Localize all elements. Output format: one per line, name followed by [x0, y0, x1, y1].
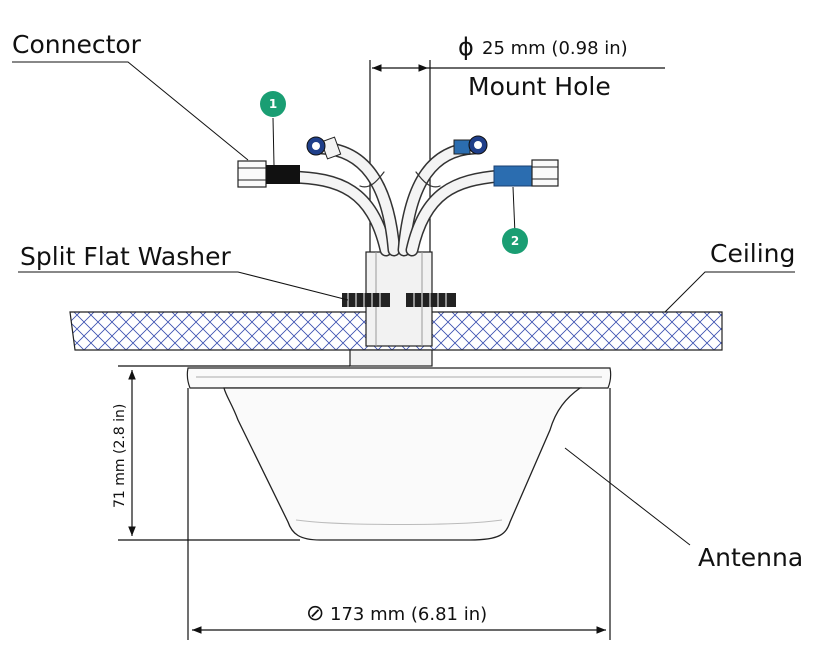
- leader-lines: [12, 61, 795, 546]
- mount-hole-label: Mount Hole: [468, 72, 611, 101]
- left-connector: [237, 160, 300, 188]
- cable-bundle: [283, 141, 507, 257]
- callout-2-number: 2: [511, 234, 519, 248]
- right-upper-connector: [453, 135, 488, 155]
- ceiling-label: Ceiling: [710, 239, 795, 268]
- callout-1-badge: 1: [260, 91, 286, 117]
- hole-diameter-value: 25 mm (0.98 in): [482, 38, 628, 59]
- base-diameter-dimension: [187, 388, 611, 640]
- base-diameter-symbol: ⊘: [306, 601, 324, 626]
- split-flat-washer: [342, 293, 456, 307]
- split-flat-washer-label: Split Flat Washer: [20, 242, 231, 271]
- left-upper-connector: [306, 136, 342, 160]
- antenna-body: [186, 349, 612, 541]
- height-value: 71 mm (2.8 in): [112, 404, 128, 508]
- callout-1-number: 1: [269, 97, 277, 111]
- antenna-label: Antenna: [698, 543, 803, 572]
- height-dimension: [118, 365, 350, 541]
- connector-label: Connector: [12, 30, 142, 59]
- base-diameter-value: 173 mm (6.81 in): [330, 604, 487, 625]
- callout-2-badge: 2: [502, 228, 528, 254]
- hole-diameter-symbol: ϕ: [458, 33, 474, 61]
- right-connector: [493, 159, 559, 187]
